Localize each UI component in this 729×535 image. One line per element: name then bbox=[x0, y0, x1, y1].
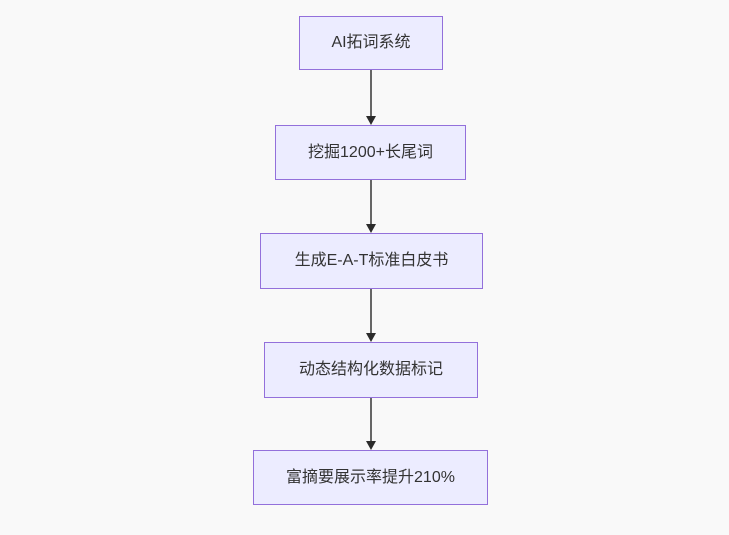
flowchart-node-longtail-mining: 挖掘1200+长尾词 bbox=[275, 125, 466, 180]
arrowhead-icon bbox=[366, 116, 376, 125]
arrowhead-icon bbox=[366, 333, 376, 342]
arrow-line bbox=[370, 180, 372, 226]
arrowhead-icon bbox=[366, 441, 376, 450]
node-label: 富摘要展示率提升210% bbox=[286, 468, 455, 486]
flowchart-node-eat-whitepaper: 生成E-A-T标准白皮书 bbox=[260, 233, 483, 289]
arrow-line bbox=[370, 398, 372, 443]
flowchart-node-ai-expansion: AI拓词系统 bbox=[299, 16, 443, 70]
arrow-line bbox=[370, 70, 372, 118]
flow-arrow bbox=[365, 70, 377, 125]
arrow-line bbox=[370, 289, 372, 335]
arrowhead-icon bbox=[366, 224, 376, 233]
flow-arrow bbox=[365, 180, 377, 233]
flow-arrow bbox=[365, 289, 377, 342]
node-label: 动态结构化数据标记 bbox=[298, 361, 443, 379]
node-label: 生成E-A-T标准白皮书 bbox=[294, 252, 449, 270]
flowchart-node-rich-snippet-result: 富摘要展示率提升210% bbox=[253, 450, 488, 505]
node-label: 挖掘1200+长尾词 bbox=[308, 143, 433, 161]
flowchart-node-structured-data: 动态结构化数据标记 bbox=[264, 342, 478, 398]
flow-arrow bbox=[365, 398, 377, 450]
node-label: AI拓词系统 bbox=[331, 34, 411, 52]
